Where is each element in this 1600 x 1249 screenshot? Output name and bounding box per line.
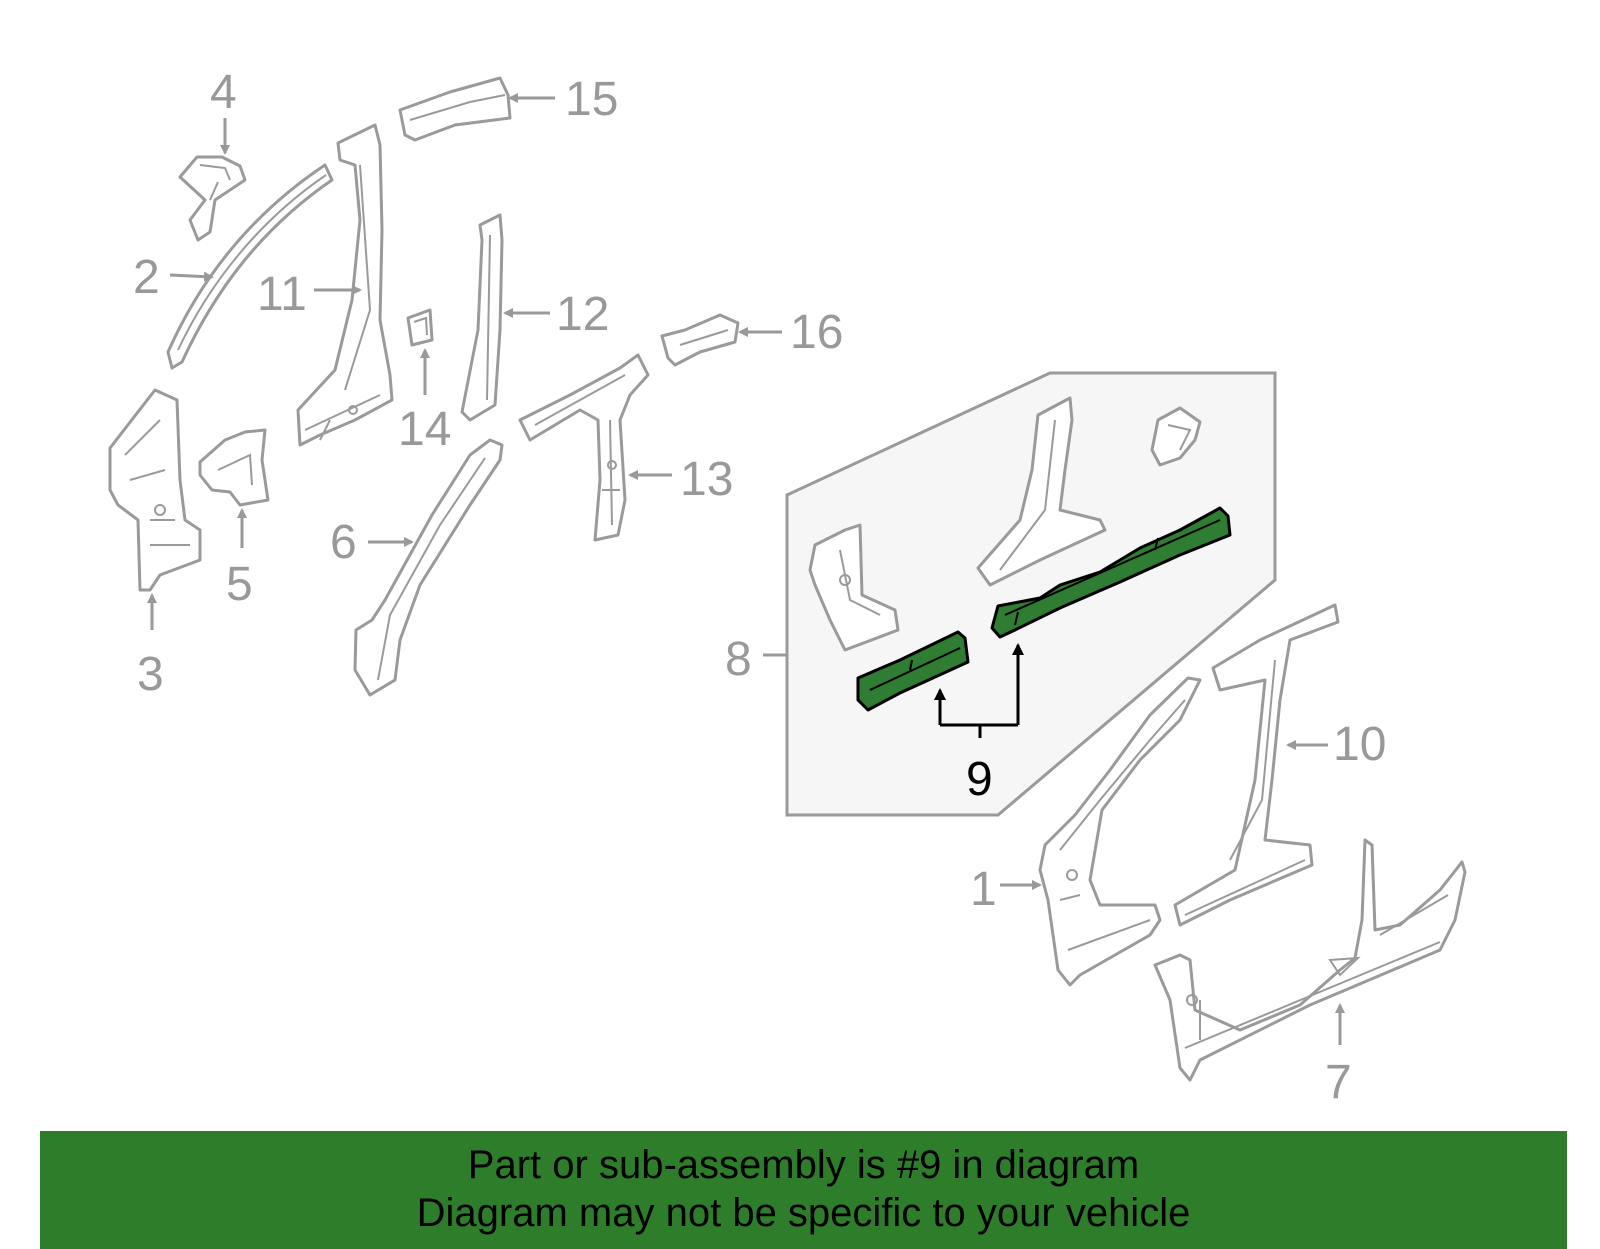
svg-text:1: 1 <box>970 863 997 916</box>
banner-line-1: Part or sub-assembly is #9 in diagram <box>467 1143 1140 1187</box>
part-6[interactable] <box>353 438 504 697</box>
callout-14: 14 <box>398 348 451 456</box>
callout-16: 16 <box>738 306 843 359</box>
callout-4: 4 <box>210 66 237 155</box>
svg-text:9: 9 <box>966 753 993 806</box>
callout-6: 6 <box>330 516 414 569</box>
callout-12: 12 <box>503 288 609 341</box>
callout-3: 3 <box>137 593 164 701</box>
part-1[interactable] <box>1038 676 1202 987</box>
callout-5: 5 <box>226 508 253 611</box>
parts-diagram: 4 2 3 5 11 15 <box>108 66 1467 1109</box>
callout-2: 2 <box>133 251 214 304</box>
part-9-front-piece[interactable] <box>856 630 970 712</box>
info-banner: Part or sub-assembly is #9 in diagram Di… <box>40 1131 1567 1249</box>
svg-text:11: 11 <box>257 268 307 321</box>
part-12[interactable] <box>460 213 504 422</box>
callout-7: 7 <box>1325 1003 1352 1109</box>
inset-box-8 <box>785 371 1277 817</box>
part-16[interactable] <box>660 313 740 367</box>
part-15[interactable] <box>398 76 512 142</box>
svg-text:13: 13 <box>680 453 733 506</box>
svg-text:15: 15 <box>565 73 618 126</box>
inset-part-pillar-tall[interactable] <box>976 396 1107 587</box>
svg-text:6: 6 <box>330 516 357 569</box>
part-13[interactable] <box>518 353 650 542</box>
part-5[interactable] <box>198 428 270 507</box>
callout-15: 15 <box>508 73 618 126</box>
svg-text:10: 10 <box>1333 718 1386 771</box>
callout-8: 8 <box>725 633 787 686</box>
part-14[interactable] <box>406 308 434 347</box>
part-2[interactable] <box>166 163 334 370</box>
callout-1: 1 <box>970 863 1042 916</box>
svg-text:5: 5 <box>226 558 253 611</box>
svg-text:7: 7 <box>1325 1056 1352 1109</box>
callout-11: 11 <box>257 268 362 321</box>
callout-9: 9 <box>934 643 1024 806</box>
inset-part-bracket[interactable] <box>1150 406 1202 467</box>
callout-13: 13 <box>628 453 733 506</box>
svg-text:8: 8 <box>725 633 752 686</box>
svg-text:4: 4 <box>210 66 237 119</box>
part-10[interactable] <box>1173 603 1340 927</box>
part-7[interactable] <box>1153 838 1467 1082</box>
part-4[interactable] <box>178 155 247 242</box>
part-11[interactable] <box>296 123 394 447</box>
svg-text:2: 2 <box>133 251 160 304</box>
inset-part-pillar-small[interactable] <box>808 523 900 652</box>
svg-text:16: 16 <box>790 306 843 359</box>
svg-text:12: 12 <box>556 288 609 341</box>
svg-text:3: 3 <box>137 648 164 701</box>
callout-10: 10 <box>1286 718 1386 771</box>
svg-text:14: 14 <box>398 403 451 456</box>
banner-line-2: Diagram may not be specific to your vehi… <box>416 1191 1191 1235</box>
part-9-rear-piece[interactable] <box>990 506 1232 639</box>
part-3[interactable] <box>108 388 202 592</box>
